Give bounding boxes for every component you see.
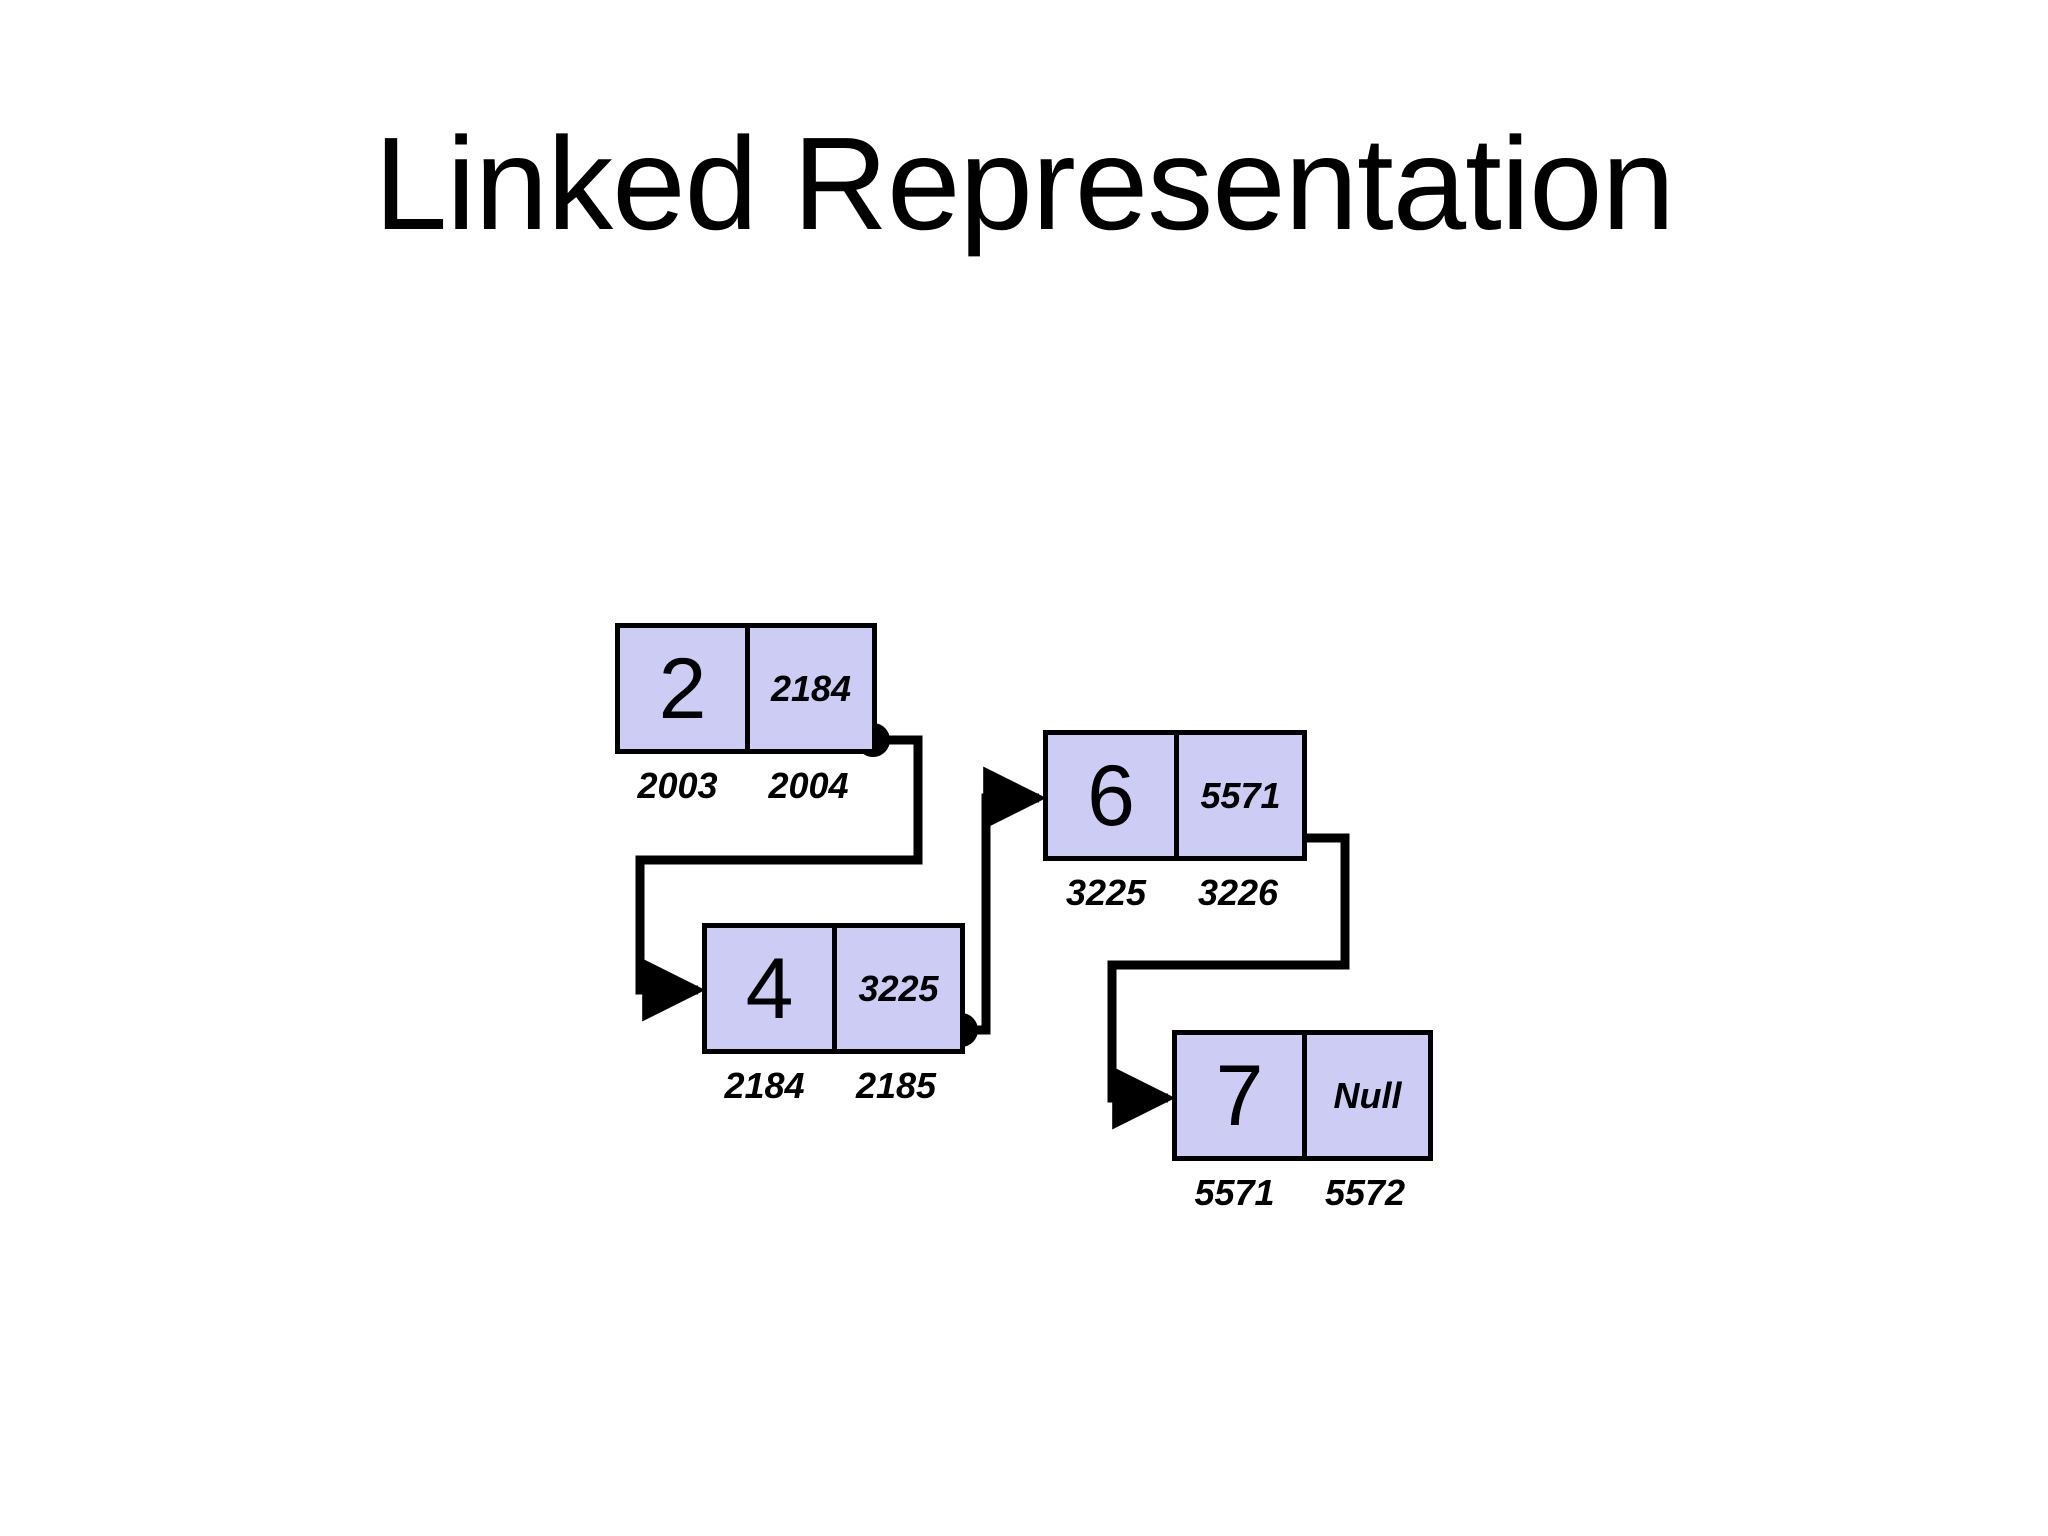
list-node-3[interactable]: 6 5571: [1043, 730, 1307, 861]
link-node2-node3: [961, 766, 1047, 1035]
node-3-pointer-cell[interactable]: 5571: [1174, 735, 1302, 856]
node-1-pointer-cell[interactable]: 2184: [745, 628, 872, 749]
node-3-pointer: 5571: [1200, 774, 1281, 816]
node-4-pointer: Null: [1333, 1074, 1402, 1116]
node-3-value-cell[interactable]: 6: [1048, 735, 1174, 856]
node-3-value: 6: [1087, 747, 1135, 844]
node-1-pointer-address: 2004: [768, 765, 849, 806]
node-2-value-cell[interactable]: 4: [707, 928, 832, 1049]
list-node-1[interactable]: 2 2184: [615, 623, 877, 754]
node-1-value: 2: [658, 640, 707, 737]
node-4-value-cell[interactable]: 7: [1177, 1035, 1302, 1156]
node-2-pointer-address: 2185: [855, 1065, 937, 1106]
node-1-value-cell[interactable]: 2: [620, 628, 745, 749]
node-2-address-row: 2184 2185: [702, 1065, 965, 1107]
list-node-2[interactable]: 4 3225: [702, 923, 965, 1054]
node-3-pointer-address: 3226: [1197, 872, 1279, 913]
node-4-pointer-address: 5572: [1324, 1172, 1406, 1213]
node-1-pointer: 2184: [770, 667, 852, 709]
node-3-address-row: 3225 3226: [1043, 872, 1307, 914]
node-3-data-address: 3225: [1065, 872, 1147, 913]
node-4-data-address: 5571: [1194, 1172, 1275, 1213]
node-4-value: 7: [1215, 1047, 1264, 1144]
node-2-value: 4: [745, 940, 794, 1037]
node-4-pointer-cell[interactable]: Null: [1302, 1035, 1428, 1156]
node-2-data-address: 2184: [724, 1065, 805, 1106]
node-2-pointer-cell[interactable]: 3225: [832, 928, 960, 1049]
list-node-4[interactable]: 7 Null: [1172, 1030, 1433, 1161]
node-1-data-address: 2003: [637, 765, 718, 806]
node-4-address-row: 5571 5572: [1172, 1172, 1433, 1214]
node-2-pointer: 3225: [858, 967, 939, 1009]
node-1-address-row: 2003 2004: [615, 765, 877, 807]
page-title: Linked Representation: [374, 110, 1675, 257]
